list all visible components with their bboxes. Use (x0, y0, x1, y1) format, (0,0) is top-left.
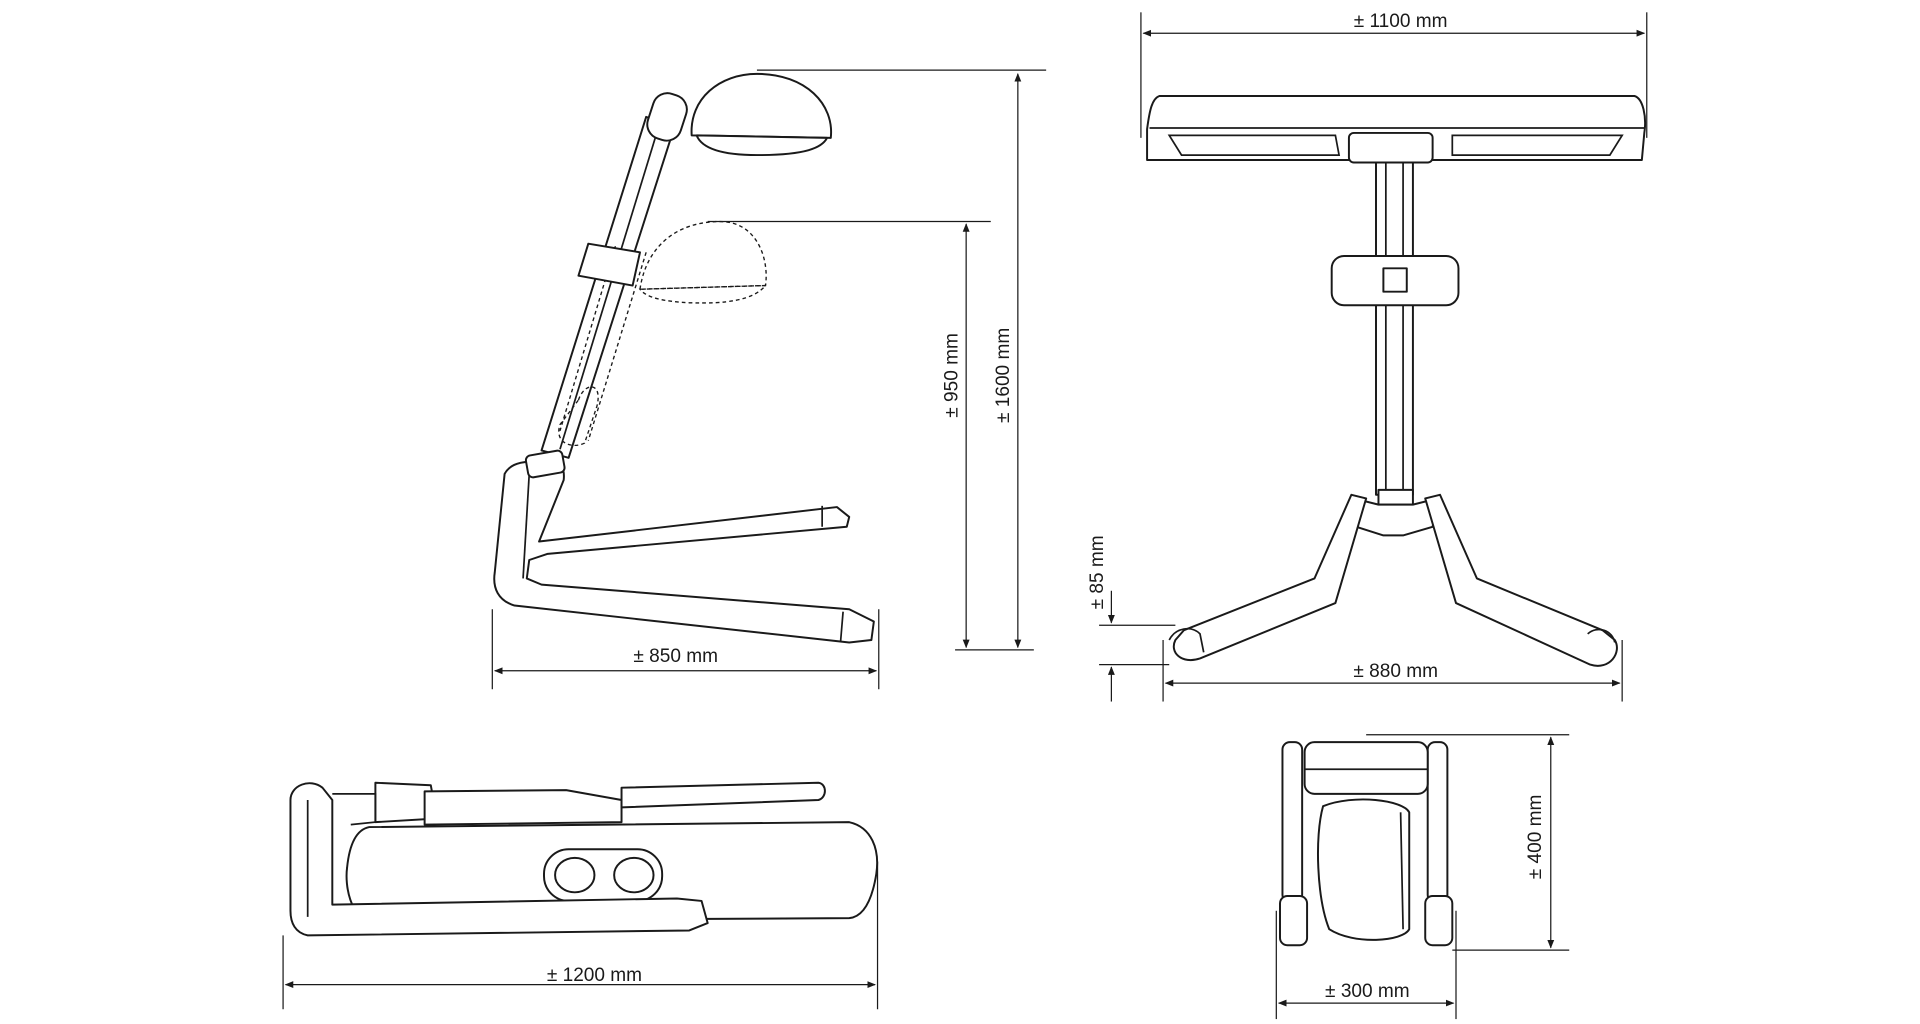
label-1600mm: ± 1600 mm (993, 328, 1014, 423)
side-lamp-arm (540, 92, 688, 459)
side-dimension-lines (491, 69, 1047, 690)
folded-dimension-lines (282, 861, 879, 1010)
front-dimension-lines (1099, 12, 1648, 702)
side-lamp-base (493, 449, 875, 644)
label-950mm: ± 950 mm (942, 333, 963, 418)
front-view: ± 1100 mm ± 85 mm ± 880 mm (1087, 11, 1648, 702)
front-lamp-legs (1168, 493, 1618, 667)
side-lamp-lowered-dashed (558, 220, 768, 447)
front-lamp-pole (1330, 161, 1460, 506)
label-400mm: ± 400 mm (1525, 795, 1546, 880)
label-850mm: ± 850 mm (633, 646, 718, 667)
folded-front-view: ± 400 mm ± 300 mm (1275, 734, 1570, 1020)
front-lamp-head (1146, 95, 1647, 164)
label-1100mm: ± 1100 mm (1354, 11, 1448, 32)
label-1200mm: ± 1200 mm (547, 965, 642, 986)
folded-front-dimension-lines (1275, 734, 1570, 1020)
folded-side-view: ± 1200 mm (282, 781, 879, 1010)
label-300mm: ± 300 mm (1325, 981, 1410, 1002)
label-880mm: ± 880 mm (1353, 661, 1438, 682)
side-view: ± 950 mm ± 1600 mm ± 850 mm (491, 69, 1047, 690)
side-lamp-head (690, 72, 833, 157)
label-85mm: ± 85 mm (1087, 535, 1108, 609)
